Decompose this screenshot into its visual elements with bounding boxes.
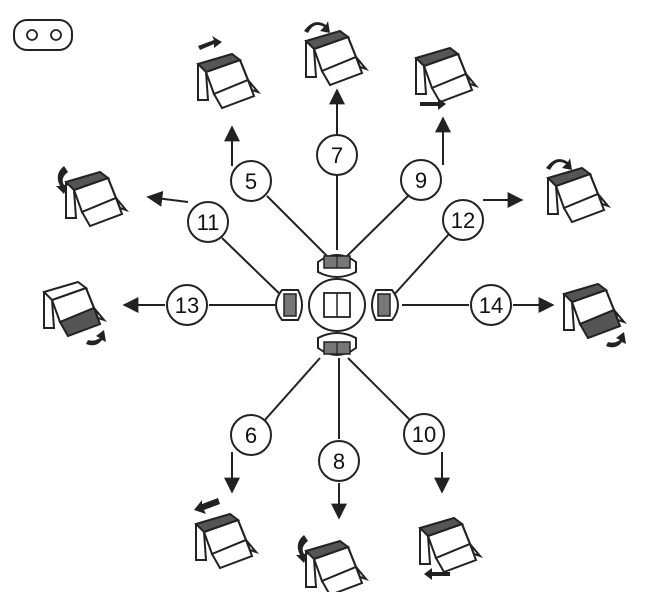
seat-icon [56, 166, 130, 228]
motion-arrow-icon [296, 535, 308, 563]
callout-10: 10 [403, 413, 445, 455]
motion-arrow-icon [194, 498, 220, 514]
callout-11: 11 [187, 201, 229, 243]
motion-arrow-icon [420, 98, 446, 110]
leader-lines [122, 88, 555, 520]
callout-number: 14 [479, 293, 503, 318]
seat-cushion-part [434, 542, 478, 574]
leader-line-5 [266, 195, 330, 259]
multi-way-seat-switch-icon [275, 254, 399, 356]
seat-icon [42, 280, 108, 346]
seat-frame-part [419, 523, 484, 565]
callout-circle [318, 440, 360, 482]
seat-cushion-part [80, 196, 124, 228]
callout-circle [166, 284, 208, 326]
callout-14: 14 [470, 284, 512, 326]
callout-number: 8 [333, 449, 345, 474]
seat-icon [196, 36, 262, 110]
callout-number: 13 [175, 293, 199, 318]
seat-icon [562, 282, 628, 348]
seat-frame-part [415, 53, 480, 95]
callout-circle [400, 159, 442, 201]
seat-cushion-part [58, 306, 102, 338]
callout-13: 13 [166, 284, 208, 326]
motion-arrow-icon [86, 330, 106, 346]
callout-circle [187, 201, 229, 243]
seat-icon [304, 21, 370, 87]
seat-cushion-part [320, 565, 364, 592]
leader-line-6 [263, 357, 321, 422]
callout-number: 12 [451, 208, 475, 233]
seat-icon [418, 516, 484, 580]
leader-line-9 [344, 195, 409, 259]
seat-cushion-part [578, 308, 622, 340]
callout-9: 9 [400, 159, 442, 201]
leader-line-12 [390, 233, 450, 299]
two-dot-switch-icon [13, 19, 73, 51]
seat-icon [414, 46, 480, 110]
callout-5: 5 [230, 160, 272, 202]
seat-cushion-part [212, 78, 256, 110]
seat-cushion-part [430, 72, 474, 104]
callout-12: 12 [442, 199, 484, 241]
seat-frame-part [563, 289, 628, 331]
callout-circle [442, 199, 484, 241]
callout-number: 9 [415, 168, 427, 193]
callout-number: 5 [245, 169, 257, 194]
motion-arrow-icon [424, 568, 450, 580]
leader-line-10 [347, 357, 411, 421]
leader-line-11 [221, 237, 285, 299]
seat-cushion-part [562, 192, 606, 224]
callout-circle [230, 414, 272, 456]
seat-frame-part [195, 519, 260, 561]
motion-arrow-icon [56, 166, 68, 194]
callout-circle [316, 134, 358, 176]
seat-frame-part [65, 177, 130, 219]
seat-frame-part [43, 287, 108, 329]
seat-cushion-part [210, 538, 254, 570]
seat-frame-part [197, 59, 262, 101]
seat-frame-part [547, 173, 612, 215]
callout-8: 8 [318, 440, 360, 482]
callout-number: 7 [331, 143, 343, 168]
callout-number: 10 [412, 422, 436, 447]
seat-icon [546, 158, 612, 224]
motion-arrow-icon [304, 21, 330, 33]
motion-arrow-icon [546, 158, 572, 170]
callout-7: 7 [316, 134, 358, 176]
callout-number: 6 [245, 423, 257, 448]
direction-arrow-11 [146, 190, 189, 207]
callout-circle [470, 284, 512, 326]
callout-group: 5 7 9 11 12 13 14 6 8 10 [166, 134, 512, 482]
seat-frame-part [305, 36, 370, 78]
callout-circle [230, 160, 272, 202]
seat-cushion-part [320, 55, 364, 87]
seat-icon [194, 498, 260, 570]
seat-frame-part [305, 546, 370, 588]
motion-arrow-icon [198, 36, 222, 50]
callout-6: 6 [230, 414, 272, 456]
callout-number: 11 [197, 210, 220, 235]
motion-arrow-icon [606, 332, 626, 348]
seat-icon-group [42, 21, 628, 592]
seat-icon [296, 535, 370, 592]
callout-circle [403, 413, 445, 455]
